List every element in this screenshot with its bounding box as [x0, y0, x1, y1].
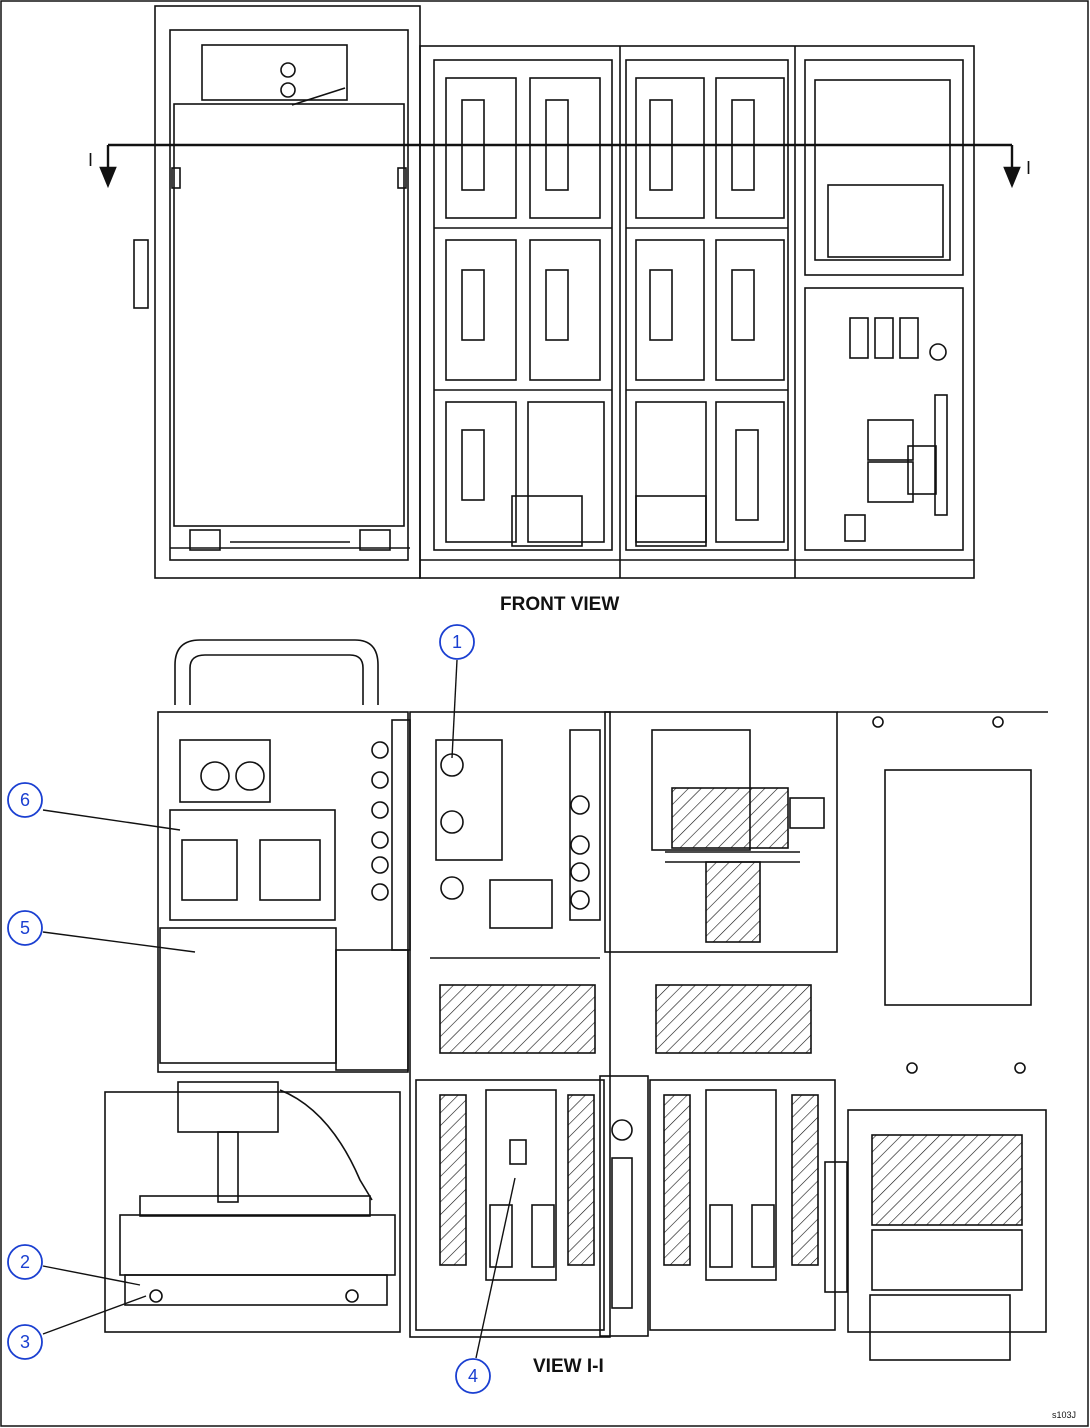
callout-1-number: 1 — [452, 632, 462, 652]
hatched-block-left-upper — [439, 984, 596, 1054]
leader-6 — [42, 809, 181, 831]
hatched-block-right-upper — [655, 984, 812, 1054]
section-view — [104, 639, 1048, 1361]
callout-2-number: 2 — [20, 1252, 30, 1272]
front-view — [133, 5, 975, 579]
callout-6: 6 — [7, 782, 43, 818]
section-line — [99, 143, 1021, 189]
main-enclosure — [419, 45, 975, 579]
cabinet-door — [154, 5, 421, 579]
callout-1: 1 — [439, 624, 475, 660]
hatched-block-right-lower — [871, 1134, 1023, 1226]
front-view-title: FRONT VIEW — [500, 594, 619, 615]
section-mark-right: I — [1026, 158, 1031, 178]
callouts — [42, 659, 516, 1359]
callout-3-number: 3 — [20, 1332, 30, 1352]
callout-4-number: 4 — [468, 1366, 478, 1386]
leader-1 — [451, 659, 458, 759]
callout-5: 5 — [7, 910, 43, 946]
callout-5-number: 5 — [20, 918, 30, 938]
section-view-title: VIEW I-I — [533, 1356, 604, 1377]
cabinet-handle — [174, 639, 379, 705]
callout-4: 4 — [455, 1358, 491, 1394]
callout-3: 3 — [7, 1324, 43, 1360]
callout-6-number: 6 — [20, 790, 30, 810]
callout-2: 2 — [7, 1244, 43, 1280]
drawing-code: s103J — [1052, 1410, 1076, 1420]
hatched-block-right-top — [671, 787, 789, 849]
component-5-block — [159, 927, 337, 1064]
leader-2 — [42, 1265, 141, 1286]
leader-3 — [42, 1295, 147, 1335]
hatched-block-left-lower — [439, 1094, 467, 1266]
leader-5 — [42, 931, 196, 953]
leader-4 — [475, 1177, 516, 1359]
section-mark-left: I — [88, 150, 93, 170]
